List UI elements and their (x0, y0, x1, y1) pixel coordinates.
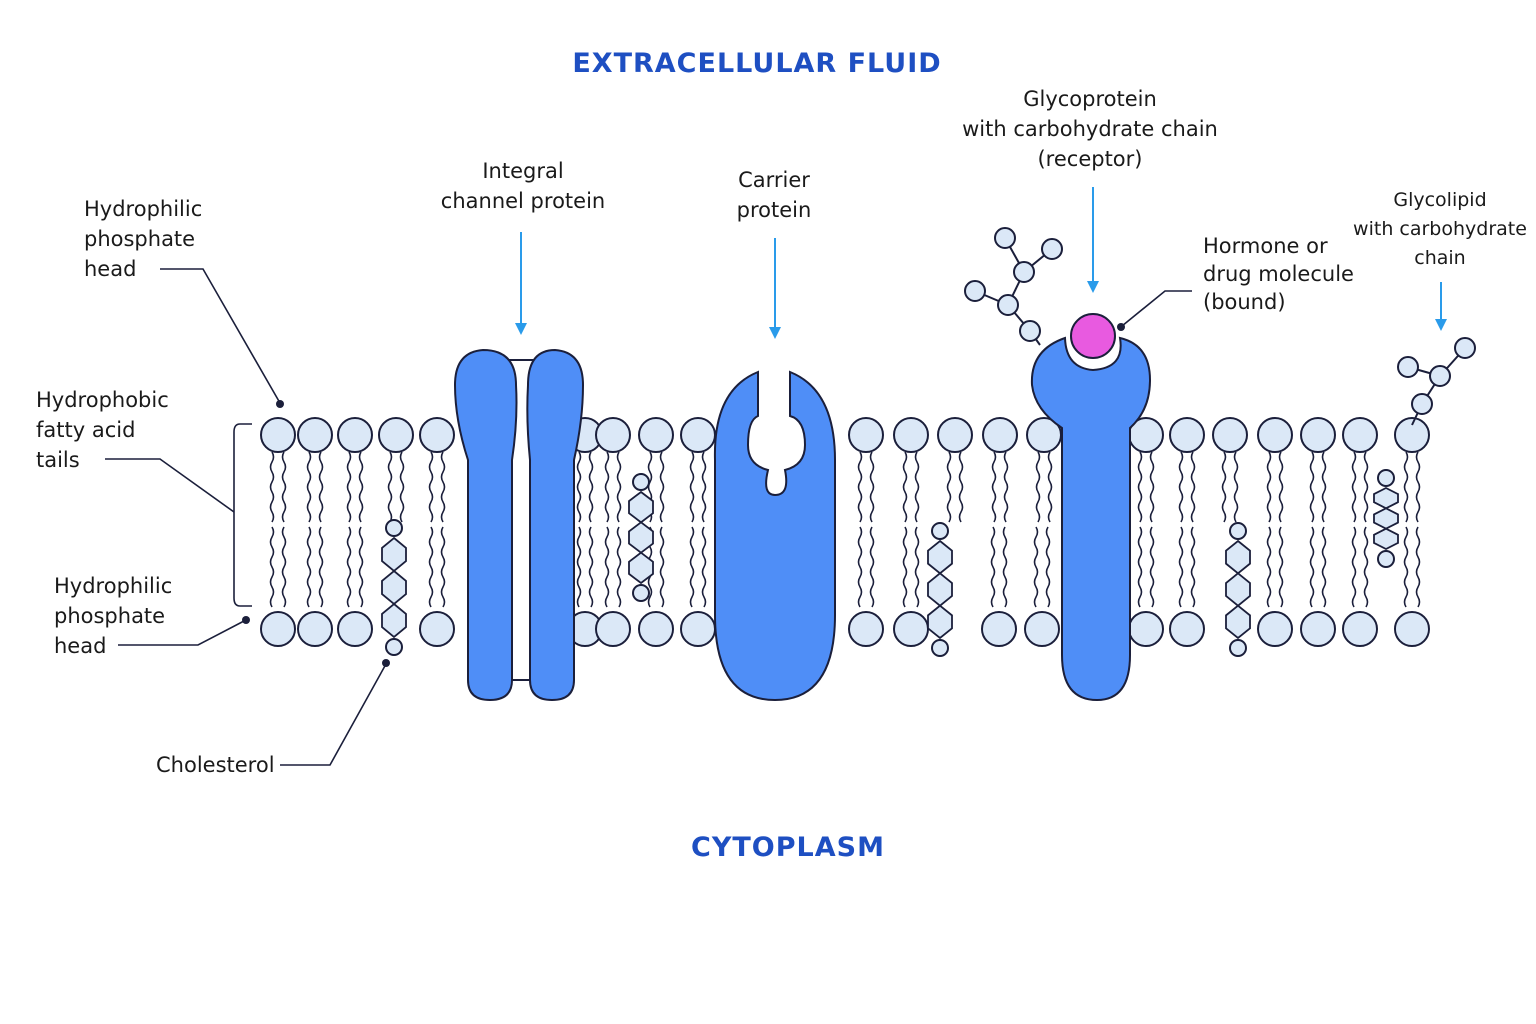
leader-dot-cholesterol (382, 659, 390, 667)
label-glycolipid: Glycolipid with carbohydrate chain (1353, 189, 1527, 269)
phospholipid-icon (1128, 417, 1164, 523)
phospholipid-icon (419, 526, 455, 647)
phospholipid-icon (848, 526, 884, 647)
phospholipid-icon (638, 417, 674, 523)
leader-line-head-bottom (118, 620, 245, 646)
phospholipid-icon (1026, 417, 1062, 523)
glycoprotein-receptor (1030, 336, 1152, 702)
phospholipid-icon (378, 417, 414, 523)
phospholipid-icon (260, 526, 296, 647)
phospholipid-icon (595, 526, 631, 647)
phospholipid-icon (1257, 417, 1293, 523)
cholesterol-icon (1225, 522, 1251, 657)
cholesterol-icon (1373, 469, 1399, 568)
phospholipid-icon (1169, 417, 1205, 523)
phospholipid-icon (1128, 526, 1164, 647)
leader-line-head-top (160, 268, 281, 404)
leader-line-cholesterol (280, 663, 387, 766)
leader-dot-head-top (276, 400, 284, 408)
label-carrier-protein: Carrier protein (736, 168, 812, 222)
leader-lines (105, 268, 1192, 766)
phospholipid-icon (981, 526, 1017, 647)
phospholipid-icon (937, 417, 973, 523)
hormone-molecule (1070, 313, 1116, 359)
phospholipid-icon (337, 417, 373, 523)
phospholipid-icon (337, 526, 373, 647)
glycolipid-carbohydrate-chain-icon (1397, 337, 1476, 426)
phospholipid-icon (1024, 526, 1060, 647)
phospholipid-icon (1257, 526, 1293, 647)
label-hormone: Hormone or drug molecule (bound) (1203, 234, 1354, 314)
phospholipid-icon (297, 526, 333, 647)
phospholipid-icon (680, 526, 716, 647)
carrier-protein (713, 370, 836, 702)
leader-line-tails (105, 458, 235, 513)
phospholipid-icon (260, 417, 296, 523)
channel-protein-right-subunit (526, 348, 585, 702)
phospholipid-icon (419, 417, 455, 523)
carbohydrate-chain-icon (964, 227, 1063, 346)
phospholipid-bilayer (260, 417, 1430, 647)
phospholipid-icon (1342, 526, 1378, 647)
phospholipid-icon (893, 417, 929, 523)
phospholipid-icon (1394, 417, 1430, 523)
channel-protein (453, 348, 585, 702)
phospholipid-icon (1212, 417, 1248, 523)
cholesterol-icon (381, 519, 407, 656)
phospholipid-icon (680, 417, 716, 523)
label-cholesterol: Cholesterol (156, 753, 275, 777)
cholesterol-icon (927, 522, 953, 657)
phospholipid-icon (1342, 417, 1378, 523)
label-hydrophilic-head-top: Hydrophilic phosphate head (84, 197, 203, 281)
phospholipid-icon (982, 417, 1018, 523)
extracellular-fluid-title: EXTRACELLULAR FLUID (572, 48, 942, 79)
label-hydrophobic-tails: Hydrophobic fatty acid tails (36, 388, 169, 472)
cholesterol-icon (628, 473, 654, 602)
leader-dot-hormone (1117, 323, 1125, 331)
phospholipid-icon (1300, 526, 1336, 647)
label-glycoprotein: Glycoprotein with carbohydrate chain (re… (962, 87, 1218, 171)
leader-line-hormone (1121, 290, 1192, 327)
hydrophobic-bracket (233, 423, 252, 607)
cholesterol-molecules (381, 469, 1399, 657)
label-channel-protein: Integral channel protein (440, 159, 606, 213)
phospholipid-icon (297, 417, 333, 523)
phospholipid-icon (848, 417, 884, 523)
phospholipid-icon (1169, 526, 1205, 647)
phospholipid-icon (1300, 417, 1336, 523)
phospholipid-icon (1394, 526, 1430, 647)
phospholipid-icon (595, 417, 631, 523)
channel-protein-left-subunit (453, 348, 518, 702)
label-hydrophilic-head-bottom: Hydrophilic phosphate head (54, 574, 173, 658)
label-arrows (515, 187, 1447, 339)
phospholipid-icon (893, 526, 929, 647)
leader-dot-head-bottom (242, 616, 250, 624)
cytoplasm-title: CYTOPLASM (691, 832, 885, 863)
